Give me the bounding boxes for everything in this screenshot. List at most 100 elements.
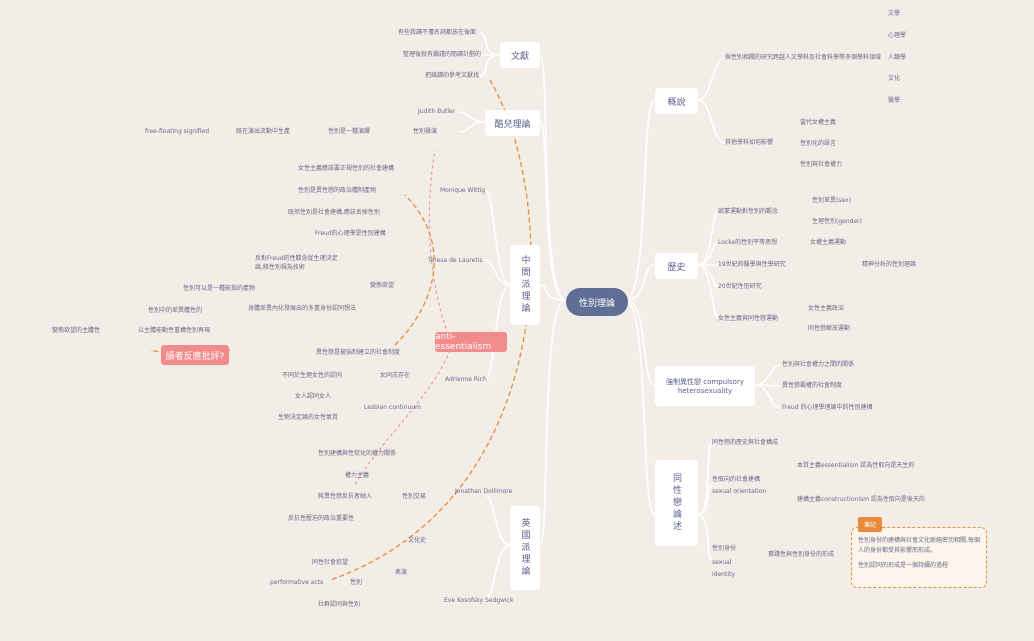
leaf-field-3: 文化	[888, 75, 901, 82]
leaf-ss-c: 性別身份	[712, 545, 737, 552]
leaf-w-2: 把論讀的參考文獻找	[425, 72, 480, 79]
leaf-ss-cen2: identity	[712, 571, 735, 578]
leaf-wittig: Monique Wittig	[440, 187, 486, 194]
leaf-sed-1: 權力主義	[345, 472, 370, 479]
leaf-ss-b: 性取向的社會建構	[712, 476, 761, 483]
leaf-ss-c1: 實踐性與性別身份的形成	[768, 551, 835, 558]
leaf-laur-d: 身體差異內化發展出的多重身份認同想法	[248, 305, 357, 312]
leaf-laur-b: 變態欲望	[370, 282, 395, 289]
leaf-eve-4: 表演	[395, 569, 408, 576]
leaf-laurentis: Teresa de Lauretis	[428, 257, 483, 264]
node-label: 酷兒理論	[494, 119, 531, 130]
leaf-d: 20世紀性別研究	[718, 283, 762, 290]
node-label: 概說	[667, 97, 686, 108]
node-english[interactable]: 英國派理論	[510, 506, 540, 590]
leaf-history: 其他學科如何影響	[725, 139, 774, 146]
leaf-laur-e: 性別中的差異體性的	[148, 307, 203, 314]
leaf-sub-2: 性別與社會權力	[800, 161, 843, 168]
leaf-field-1: 心理學	[888, 32, 907, 39]
leaf-a2: 生理性別(gender)	[812, 218, 862, 225]
leaf-rich: Adrienne Rich	[445, 376, 487, 383]
leaf-sed-0: 性別建構與性慾化的權力關係	[318, 450, 397, 457]
leaf-rich-0: 異性戀是被強制建立的社會制度	[316, 349, 401, 356]
node-queer[interactable]: 酷兒理論	[485, 110, 540, 136]
leaf-field-2: 人類學	[888, 54, 907, 61]
leaf-sed-3: 反抗性壓迫的政治重要性	[288, 515, 355, 522]
leaf-wit-2: 既然性別是社會建構,應該丟掉性別	[288, 209, 380, 216]
node-label: 同性戀論述	[671, 473, 681, 533]
leaf-e2: 同性戀解放運動	[808, 325, 851, 332]
leaf-laur-g: 以主體能動性重構性別再現	[138, 327, 211, 334]
leaf-eve-1: performative acts	[270, 579, 324, 586]
leaf-judith: Judith Butler	[418, 108, 456, 115]
leaf-ss-cen: sexual	[712, 559, 732, 566]
anti-essentialism-tag[interactable]: anti-essentialism	[435, 332, 507, 352]
leaf-c: 19世紀的醫學與性學研究	[718, 261, 786, 268]
node-label: 文獻	[510, 51, 529, 62]
leaf-sedgwick: Jonathan Dollimore	[455, 488, 513, 495]
leaf-sign: 性別是一種演譯	[328, 128, 371, 135]
node-french[interactable]: 中間派理論	[510, 245, 540, 325]
node-label: 歷史	[667, 262, 686, 273]
leaf-rich-2: 女同志存在	[380, 372, 411, 379]
leaf-eve-3: 社群認同與性別	[318, 601, 361, 608]
node-wenxian[interactable]: 文獻	[500, 42, 540, 68]
leaf-c-2: Freud 的心理學理論中的性別建構	[782, 404, 873, 411]
note-line-1: 性別身份的建構與社會文化脈絡密切相關,每個人的身份都受其影響而形成。	[858, 537, 980, 554]
node-gaishu[interactable]: 概說	[655, 88, 698, 114]
note-box[interactable]: 筆記 性別身份的建構與社會文化脈絡密切相關,每個人的身份都受其影響而形成。 性別…	[851, 517, 987, 588]
leaf-laur-a: 反對Freud的性觀念從生理決定論,將性別視為技術	[255, 255, 338, 271]
leaf-a1: 性別差異(sex)	[812, 197, 851, 204]
leaf-eve-0: 同性社會慾望	[312, 559, 349, 566]
leaf-c-0: 性別與社會權力之間的關係	[782, 361, 855, 368]
leaf-rich-5: 生物決定論的女性氣質	[278, 414, 339, 421]
leaf-a: 啟蒙運動對性別的觀念	[718, 208, 779, 215]
leaf-sed-5: 文化史	[408, 537, 427, 544]
leaf-sub-0: 當代女權主義	[800, 119, 837, 126]
root-label: 性別理論	[578, 298, 615, 309]
leaf-ss-ben: sexual orientation	[712, 488, 767, 495]
leaf-eve: Eve Kosofsky Sedgwick	[444, 597, 514, 604]
leaf-field-0: 文學	[888, 10, 901, 17]
leaf-b1: 女權主義運動	[810, 239, 847, 246]
leaf-wit-0: 女性主義應該要正視性別的社會建構	[298, 165, 395, 172]
node-compulsory[interactable]: 強制異性戀 compulsory heterosexuality	[655, 366, 755, 406]
root-node[interactable]: 性別理論	[566, 288, 628, 316]
leaf-w-1: 整理後就有嚴謹的閱讀計劃的	[403, 51, 482, 58]
leaf-c-1: 異性戀霸權的社會制度	[782, 382, 843, 389]
leaf-rich-3: Lesbian continuum	[364, 404, 421, 411]
pink-label: 讀者反應批評?	[165, 351, 225, 362]
leaf-field-4: 醫學	[888, 97, 901, 104]
leaf-wit-1: 性別是異性戀的政治體制產物	[298, 187, 377, 194]
leaf-e: 女性主義與同性戀運動	[718, 315, 779, 322]
leaf-wit-3: Freud的心理學是性別建構	[315, 230, 386, 237]
leaf-sign2: 既在演出流動中生產	[236, 128, 291, 135]
leaf-c1: 精神分析的性別理論	[862, 261, 917, 268]
leaf-ss-a: 同性戀的歷史與社會構成	[712, 439, 779, 446]
leaf-sed-4: 性別交易	[402, 493, 427, 500]
leaf-free: free-floating signified	[145, 128, 210, 135]
leaf-laur-f: 變態欲望的主體性	[52, 327, 101, 334]
leaf-ss-b2: 建構主義constructionism 認為性取向是後天的	[797, 496, 925, 503]
anti-label: anti-essentialism	[435, 332, 492, 352]
note-line-2: 性別認同的形成是一個持續的過程	[858, 562, 949, 570]
node-label: 英國派理論	[519, 518, 530, 578]
leaf-sub-1: 性別化的語言	[800, 140, 837, 147]
leaf-rich-4: 女人認同女人	[295, 393, 332, 400]
leaf-ss-b1: 本質主義essentialism 認為性取向是天生的	[797, 462, 915, 469]
node-lishi[interactable]: 歷史	[655, 253, 698, 279]
leaf-laur-c: 性別可以是一種能指的產物	[183, 285, 256, 292]
leaf-desc: 與性別相關的研究跨越人文學科及社會科學等多個學科領域	[725, 54, 882, 61]
node-label: 強制異性戀 compulsory heterosexuality	[666, 378, 744, 395]
node-same-sex[interactable]: 同性戀論述	[655, 460, 698, 546]
leaf-w-0: 有些我讀不懂名詞都放在後面	[398, 29, 477, 36]
leaf-gender: 性別操演	[413, 128, 438, 135]
reader-response-tag[interactable]: 讀者反應批評?	[161, 345, 229, 365]
leaf-e1: 女性主義政治	[808, 305, 845, 312]
leaf-b: Locke的性別平等思想	[718, 239, 778, 246]
leaf-rich-1: 不同於生理女性的認同	[282, 372, 343, 379]
leaf-sed-2: 將異性戀反抗者納入	[318, 493, 373, 500]
leaf-eve-2: 性別	[350, 579, 363, 586]
